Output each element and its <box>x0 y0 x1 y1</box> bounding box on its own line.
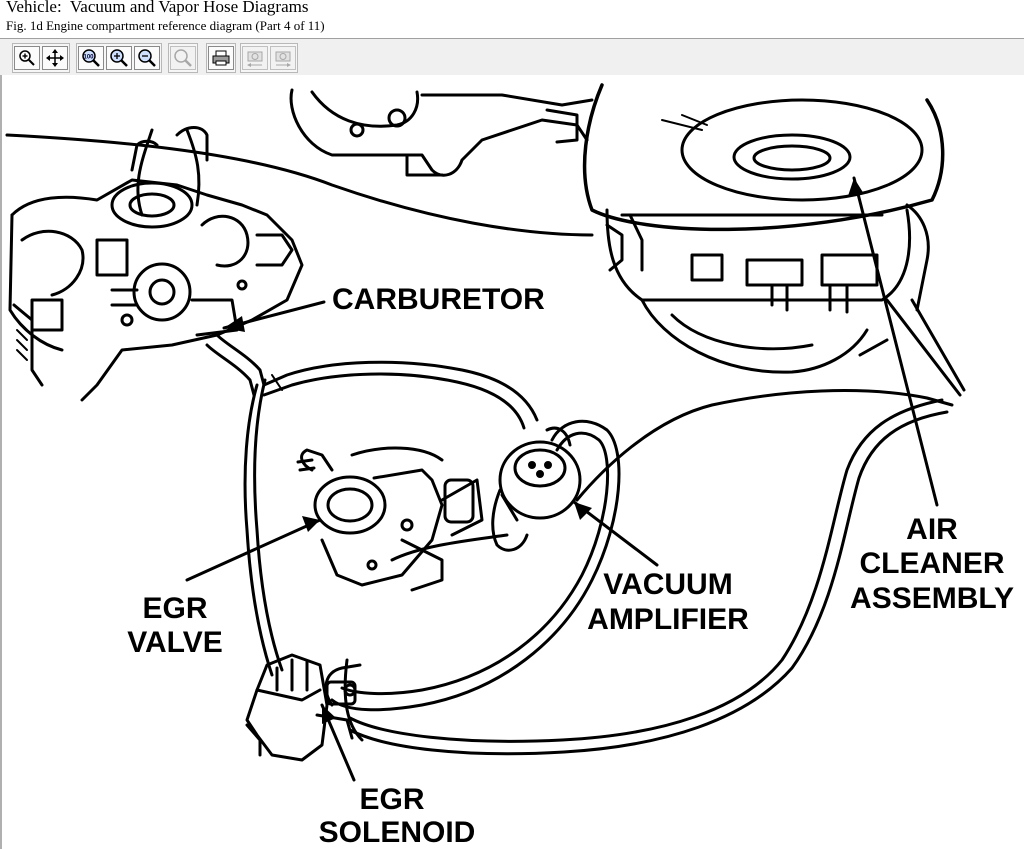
zoom-window-group <box>168 43 198 73</box>
viewer-toolbar: 100 <box>0 38 1024 76</box>
zoom-window-button[interactable] <box>170 46 196 70</box>
zoom-window-icon <box>174 49 192 67</box>
diagram-viewport[interactable]: CARBURETOR EGR VALVE VACUUM AMPLIFIER AI… <box>0 75 1024 849</box>
air-cleaner-assembly <box>582 83 966 397</box>
print-group <box>206 43 236 73</box>
pan-icon <box>46 49 64 67</box>
zoom-fit-icon <box>110 49 128 67</box>
previous-image-icon <box>247 51 263 67</box>
zoom-group: 100 <box>76 43 162 73</box>
egr-valve-label-line1: EGR <box>142 592 208 625</box>
zoom-in-button[interactable] <box>14 46 40 70</box>
zoom-out-icon <box>138 49 156 67</box>
egr-valve <box>296 446 509 592</box>
egr-valve-label-line2: VALVE <box>127 626 223 659</box>
engine-bracket <box>289 88 594 177</box>
air-cleaner-label-line2: CLEANER <box>859 547 1005 580</box>
print-icon <box>212 50 230 66</box>
carburetor <box>5 126 594 402</box>
carburetor-label: CARBURETOR <box>332 283 545 316</box>
zoom-fit-button[interactable] <box>106 46 132 70</box>
pan-button[interactable] <box>42 46 68 70</box>
vacuum-amplifier-label-line2: AMPLIFIER <box>587 603 749 636</box>
image-navigation-group <box>240 43 298 73</box>
air-cleaner-label-line1: AIR <box>906 513 958 546</box>
engine-compartment-diagram <box>5 83 966 782</box>
vacuum-hoses <box>205 333 954 756</box>
window-title: Vehicle: Vacuum and Vapor Hose Diagrams <box>6 0 309 16</box>
zoom-in-icon <box>19 50 35 66</box>
previous-image-button[interactable] <box>242 46 268 70</box>
zoom-100-button[interactable]: 100 <box>78 46 104 70</box>
air-cleaner-label-line3: ASSEMBLY <box>850 582 1014 615</box>
window-title-bar: Vehicle: Vacuum and Vapor Hose Diagrams <box>0 0 1024 20</box>
vacuum-amplifier <box>491 426 582 552</box>
figure-caption: Fig. 1d Engine compartment reference dia… <box>6 18 325 33</box>
print-button[interactable] <box>208 46 234 70</box>
egr-solenoid-label-line2: SOLENOID <box>318 816 476 849</box>
vacuum-amplifier-label-line1: VACUUM <box>603 568 733 601</box>
next-image-button[interactable] <box>270 46 296 70</box>
navigation-group <box>12 43 70 73</box>
figure-caption-bar: Fig. 1d Engine compartment reference dia… <box>0 18 1024 38</box>
next-image-icon <box>275 51 291 67</box>
zoom-out-button[interactable] <box>134 46 160 70</box>
egr-solenoid-label-line1: EGR <box>359 783 425 816</box>
svg-text:100: 100 <box>84 55 95 61</box>
zoom-100-icon: 100 <box>82 49 100 67</box>
leader-lines <box>185 176 939 782</box>
